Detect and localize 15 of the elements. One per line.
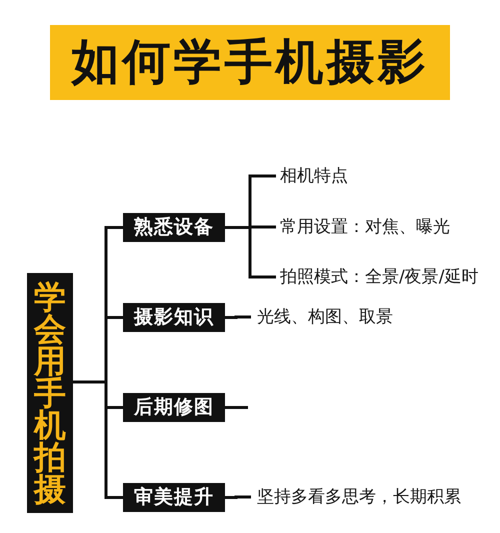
leaf-label: 拍照模式：全景/夜景/延时: [276, 265, 478, 289]
connector-line: [225, 406, 248, 409]
branch-box: 摄影知识: [123, 303, 225, 332]
connector-line: [225, 316, 251, 319]
connector-line: [225, 496, 251, 499]
leaf-label: 光线、构图、取景: [251, 305, 393, 329]
leaf-label: 坚持多看多思考，长期积累: [251, 485, 461, 509]
connector-line: [225, 226, 276, 278]
leaf-label: 常用设置：对焦、曝光: [276, 215, 450, 239]
leaf-label: 相机特点: [276, 164, 348, 188]
branch-box: 熟悉设备: [123, 213, 225, 242]
branch-box: 后期修图: [123, 393, 225, 422]
title-banner: 如何学手机摄影: [50, 25, 450, 100]
branch-box: 审美提升: [123, 483, 225, 512]
topic-box: 学会用手机拍摄: [27, 273, 73, 513]
